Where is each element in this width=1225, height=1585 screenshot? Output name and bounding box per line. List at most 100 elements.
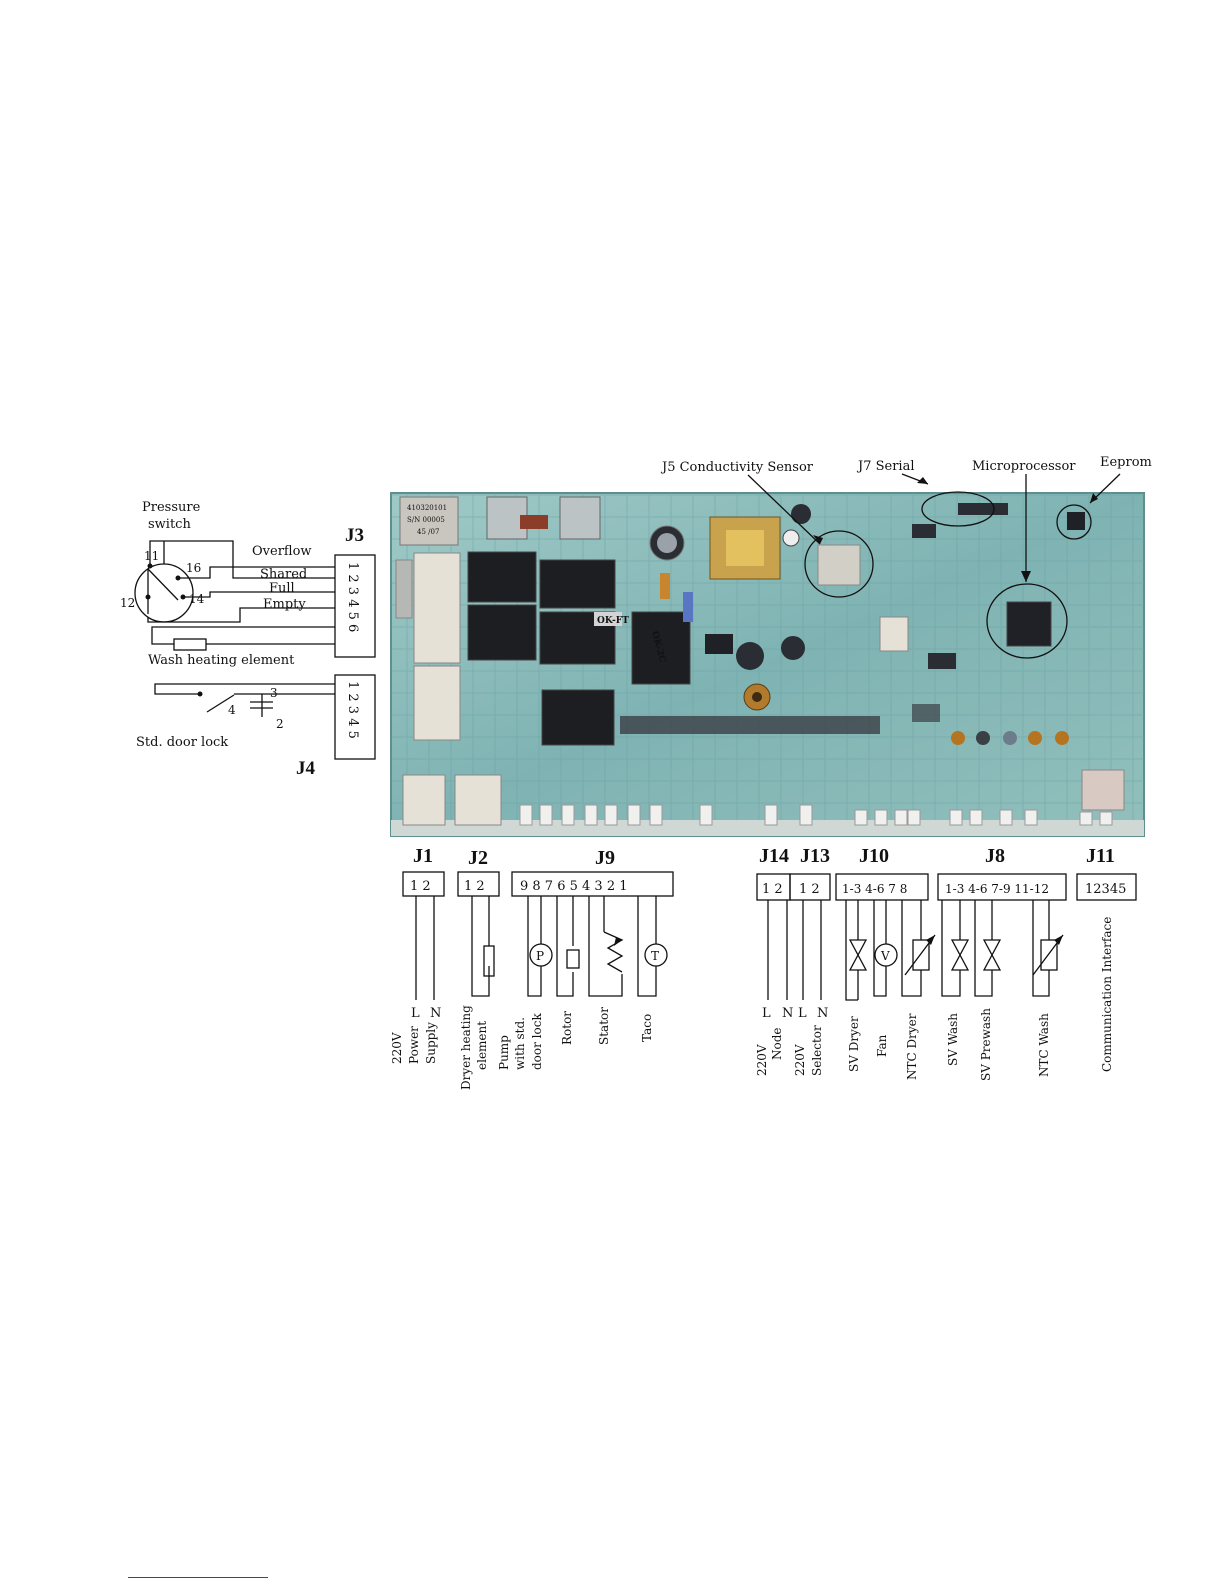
empty-label: Empty bbox=[263, 597, 306, 612]
j13-wire-l: L bbox=[798, 1006, 807, 1021]
j4-connector-box bbox=[334, 674, 376, 760]
capacitor bbox=[791, 504, 811, 524]
j14-wire-n: N bbox=[782, 1006, 793, 1021]
bottom-connector-schematics bbox=[402, 871, 1137, 1001]
j11-label-comm: Communication Interface bbox=[1100, 917, 1114, 1072]
j14-title: J14 bbox=[759, 845, 789, 867]
j2-label-line2: element bbox=[475, 1021, 489, 1070]
j4-title: J4 bbox=[296, 758, 316, 779]
j14-pins: 1 2 bbox=[762, 882, 783, 897]
j9-label-rotor: Rotor bbox=[560, 1011, 574, 1045]
j8-label-sv-wash: SV Wash bbox=[946, 1013, 960, 1066]
j9-label-pump-1: Pump bbox=[497, 1035, 511, 1070]
j1-wire-l: L bbox=[411, 1006, 420, 1021]
relay bbox=[539, 559, 616, 609]
overflow-label: Overflow bbox=[252, 544, 312, 559]
j8-label-ntc-wash: NTC Wash bbox=[1037, 1013, 1051, 1077]
j4-pins: 1 2 3 4 5 bbox=[345, 681, 360, 739]
j13-title: J13 bbox=[800, 845, 830, 867]
capacitor bbox=[781, 636, 805, 660]
sticker-line3: 45 /07 bbox=[417, 528, 439, 536]
board-connector-j2 bbox=[454, 774, 502, 826]
sticker-line1: 410320101 bbox=[407, 504, 447, 512]
eeprom-chip bbox=[1067, 512, 1085, 530]
pin-16-label: 16 bbox=[186, 561, 201, 575]
j1-connector-box bbox=[402, 871, 445, 897]
pin-11-label: 11 bbox=[144, 549, 159, 563]
j8-connector-box bbox=[937, 873, 1067, 901]
j11-connector-box bbox=[1076, 873, 1137, 901]
door-pin-2-label: 2 bbox=[276, 717, 284, 731]
pin-14-label: 14 bbox=[189, 592, 205, 606]
j11-pins: 12345 bbox=[1085, 882, 1126, 897]
board-connector-j3 bbox=[413, 552, 461, 664]
taco-symbol: T bbox=[651, 949, 659, 963]
j9-label-stator: Stator bbox=[597, 1007, 611, 1045]
capacitor bbox=[736, 642, 764, 670]
j9-pins: 9 8 7 6 5 4 3 2 1 bbox=[520, 879, 628, 894]
j13-connector-box bbox=[789, 873, 831, 901]
door-lock-label: Std. door lock bbox=[136, 735, 228, 750]
callout-micro-label: Microprocessor bbox=[972, 459, 1076, 474]
j9-label-taco: Taco bbox=[640, 1014, 654, 1042]
j10-label-ntc-dryer: NTC Dryer bbox=[905, 1013, 919, 1080]
j9-label-pump-3: door lock bbox=[530, 1013, 544, 1070]
relay bbox=[467, 604, 537, 661]
j9-connector-box bbox=[511, 871, 674, 897]
board-connector-j11 bbox=[1081, 769, 1125, 811]
j10-label-sv-dryer: SV Dryer bbox=[847, 1016, 861, 1072]
j8-title: J8 bbox=[985, 845, 1005, 867]
j13-label-selector: Selector bbox=[810, 1025, 824, 1076]
micro-callout-circle bbox=[986, 583, 1068, 659]
j13-wire-n: N bbox=[817, 1006, 828, 1021]
full-label: Full bbox=[269, 581, 295, 596]
j8-pins: 1-3 4-6 7-9 11-12 bbox=[945, 882, 1049, 896]
j3-pins: 1 2 3 4 5 6 bbox=[345, 562, 360, 632]
j1-wire-n: N bbox=[430, 1006, 441, 1021]
j1-label-220v: 220V bbox=[390, 1032, 404, 1064]
j1-title: J1 bbox=[413, 845, 433, 867]
j2-label-line1: Dryer heating bbox=[459, 1005, 473, 1090]
door-pin-4-label: 4 bbox=[228, 703, 236, 717]
j3-connector-box bbox=[334, 554, 376, 658]
sticker-line2: S/N 00005 bbox=[407, 516, 445, 524]
j1-label-power: Power bbox=[407, 1026, 421, 1064]
pressure-switch-title-1: Pressure bbox=[142, 500, 201, 515]
j13-pins: 1 2 bbox=[799, 882, 820, 897]
footer-rule bbox=[128, 1577, 268, 1578]
j10-label-fan: Fan bbox=[875, 1034, 889, 1057]
callout-eeprom-label: Eeprom bbox=[1100, 455, 1152, 470]
callout-j5-label: J5 Conductivity Sensor bbox=[660, 460, 814, 475]
j5-socket bbox=[817, 544, 861, 586]
pressure-switch-schematic bbox=[134, 540, 376, 760]
board-connector-j1 bbox=[402, 774, 446, 826]
j10-pins: 1-3 4-6 7 8 bbox=[842, 882, 907, 896]
relay bbox=[467, 551, 537, 603]
j14-label-220v: 220V bbox=[755, 1044, 769, 1076]
j2-connector-box bbox=[457, 871, 500, 897]
j13-label-220v: 220V bbox=[793, 1044, 807, 1076]
j1-label-supply: Supply bbox=[424, 1022, 438, 1064]
door-pin-3-label: 3 bbox=[270, 686, 278, 700]
j5-callout-circle bbox=[804, 530, 874, 598]
microprocessor-chip bbox=[1006, 601, 1052, 647]
j11-title: J11 bbox=[1086, 845, 1115, 867]
j2-pins: 1 2 bbox=[464, 879, 485, 894]
j14-wire-l: L bbox=[762, 1006, 771, 1021]
relay bbox=[631, 611, 691, 685]
j1-pins: 1 2 bbox=[410, 879, 431, 894]
fan-symbol: V bbox=[880, 949, 890, 963]
j2-title: J2 bbox=[468, 847, 488, 869]
shared-label: Shared bbox=[260, 567, 307, 582]
j3-title: J3 bbox=[345, 525, 364, 546]
j9-title: J9 bbox=[595, 847, 615, 869]
board-connector-j4 bbox=[413, 665, 461, 741]
j9-label-pump-2: with std. bbox=[513, 1017, 527, 1070]
j10-connector-box bbox=[835, 873, 929, 901]
eeprom-callout-circle bbox=[1056, 504, 1092, 540]
callout-j7-label: J7 Serial bbox=[856, 459, 915, 474]
serial-sticker bbox=[399, 496, 459, 546]
pressure-switch-title-2: switch bbox=[148, 517, 191, 532]
wash-heating-label: Wash heating element bbox=[148, 653, 295, 668]
